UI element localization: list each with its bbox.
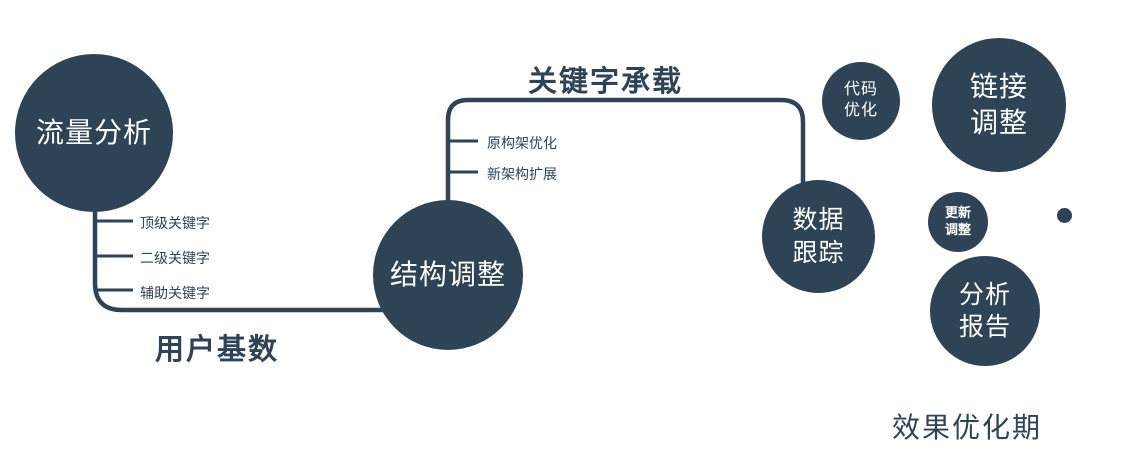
- node-structure-adjustment: 结构调整: [373, 200, 523, 350]
- branch-label-top-keyword: 顶级关键字: [140, 215, 210, 231]
- node-code-optimization-label: 代码 优化: [843, 81, 878, 119]
- edge-label-keyword-carry: 关键字承载: [528, 66, 684, 98]
- node-data-tracking-label: 数据 跟踪: [792, 206, 845, 267]
- connector-structure-to-tracking: [445, 97, 806, 212]
- branch-label-original-architecture: 原构架优化: [487, 135, 557, 151]
- caption-effect-optimization-period: 效果优化期: [892, 412, 1043, 443]
- branch-label-new-architecture: 新架构扩展: [487, 166, 557, 182]
- edge-label-user-base: 用户基数: [155, 334, 280, 366]
- connector-traffic-to-structure: [92, 160, 430, 313]
- node-link-adjustment: 链接 调整: [932, 38, 1066, 172]
- branch-label-secondary-keyword: 二级关键字: [140, 250, 210, 266]
- node-analysis-report-label: 分析 报告: [958, 280, 1011, 342]
- small-dot-marker: [1057, 208, 1072, 223]
- node-traffic-analysis: 流量分析: [15, 54, 173, 212]
- node-data-tracking: 数据 跟踪: [762, 180, 875, 293]
- node-code-optimization: 代码 优化: [822, 62, 900, 140]
- node-structure-adjustment-label: 结构调整: [389, 258, 506, 290]
- branch-label-auxiliary-keyword: 辅助关键字: [140, 285, 210, 301]
- node-traffic-analysis-label: 流量分析: [35, 116, 152, 148]
- node-update-adjustment-label: 更新 调整: [944, 205, 971, 237]
- node-link-adjustment-label: 链接 调整: [969, 70, 1028, 138]
- node-update-adjustment: 更新 调整: [928, 192, 988, 252]
- node-analysis-report: 分析 报告: [930, 256, 1040, 366]
